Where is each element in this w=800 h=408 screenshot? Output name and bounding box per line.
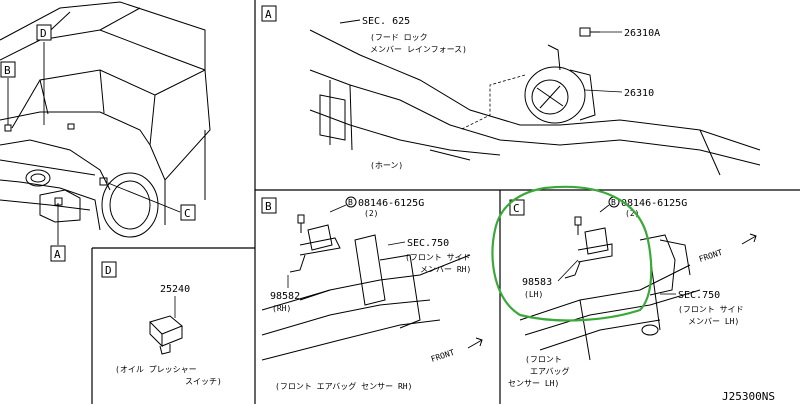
panel-c-caption3: センサー LH) (508, 379, 559, 388)
panel-c-caption1: (フロント (525, 355, 562, 364)
panel-c-front-label: FRONT (698, 248, 724, 264)
panel-c-bolt-number: 08146-6125G (621, 198, 687, 209)
panel-b-caption: (フロント エアバッグ センサー RH) (275, 381, 412, 391)
part-98583-leader (557, 259, 579, 282)
vehicle-overview (0, 1, 211, 238)
panel-c-tag (509, 199, 525, 216)
panel-b-tag (261, 197, 277, 214)
panel-d-caption1: (オイル プレッシャー (115, 365, 197, 374)
callout-d-label: D (40, 27, 47, 40)
vehicle-callout-boxes (0, 24, 196, 262)
vehicle-callout-lines (7, 42, 181, 245)
panel-a-label: A (265, 8, 272, 21)
part-98582-side: (RH) (272, 304, 291, 313)
callout-c-label: C (184, 207, 191, 220)
panel-d-caption2: スイッチ) (185, 377, 222, 386)
panel-d-label: D (105, 264, 112, 277)
front-side-member-rh (261, 234, 471, 361)
part-26310a: 26310A (624, 28, 660, 39)
panel-c-sec-sub2: メンバー LH) (688, 317, 739, 326)
panel-a-tag (261, 5, 277, 22)
panel-c-bolt-qty: (2) (625, 209, 639, 218)
panel-b-sec: SEC.750 (407, 238, 449, 249)
panel-d-tag (101, 261, 117, 278)
part-98583: 98583 (522, 277, 552, 288)
panel-b-sec-sub2: メンバー RH) (420, 265, 471, 274)
part-26310: 26310 (624, 88, 654, 99)
panel-b-bolt-marker-text: B (348, 198, 353, 207)
callout-b-label: B (4, 64, 11, 77)
panel-b-bolt-qty: (2) (364, 209, 378, 218)
panel-a-sec-sub2: メンバー レインフォース) (370, 45, 467, 54)
sec625-leader (339, 19, 361, 24)
panel-a-leaders (459, 31, 623, 131)
airbag-sensor-rh (289, 214, 341, 273)
panel-b-front-arrow-icon (467, 337, 483, 349)
front-side-member-lh (519, 234, 701, 361)
part-98583-side: (LH) (524, 290, 543, 299)
panel-c-sec: SEC.750 (678, 290, 720, 301)
part-25240: 25240 (160, 284, 190, 295)
panel-a-sec-sub1: (フード ロック (370, 33, 428, 42)
panel-c-caption2: エアバッグ (530, 366, 570, 376)
callout-a-label: A (54, 248, 61, 261)
panel-b-label: B (265, 200, 272, 213)
panel-a-sec: SEC. 625 (362, 16, 410, 27)
panel-c-label: C (513, 202, 520, 215)
horn-caption: (ホーン) (370, 161, 403, 170)
oil-pressure-switch (149, 315, 183, 355)
hood-lock-member (309, 29, 761, 176)
horn-bolt (579, 27, 600, 37)
panel-borders (91, 0, 800, 404)
panel-c-front-arrow-icon (741, 233, 757, 245)
diagram-id: J25300NS (722, 390, 775, 403)
panel-c-sec-sub1: (フロント サイド (678, 305, 744, 314)
horn-assembly (524, 44, 596, 124)
panel-b-bolt-marker (345, 196, 357, 208)
airbag-sensor-lh (564, 216, 613, 279)
panel-b-sec-sub1: (フロント サイド (405, 253, 471, 262)
panel-c-bolt-marker-text: B (611, 198, 616, 207)
panel-c-bolt-leader (599, 204, 610, 213)
green-highlight-loop (491, 185, 653, 322)
panel-b-front-label: FRONT (430, 348, 456, 364)
panel-b-bolt-leader (329, 204, 347, 213)
panel-b-bolt-number: 08146-6125G (358, 198, 424, 209)
panel-b-sec-leader (387, 241, 406, 246)
part-98582: 98582 (270, 291, 300, 302)
